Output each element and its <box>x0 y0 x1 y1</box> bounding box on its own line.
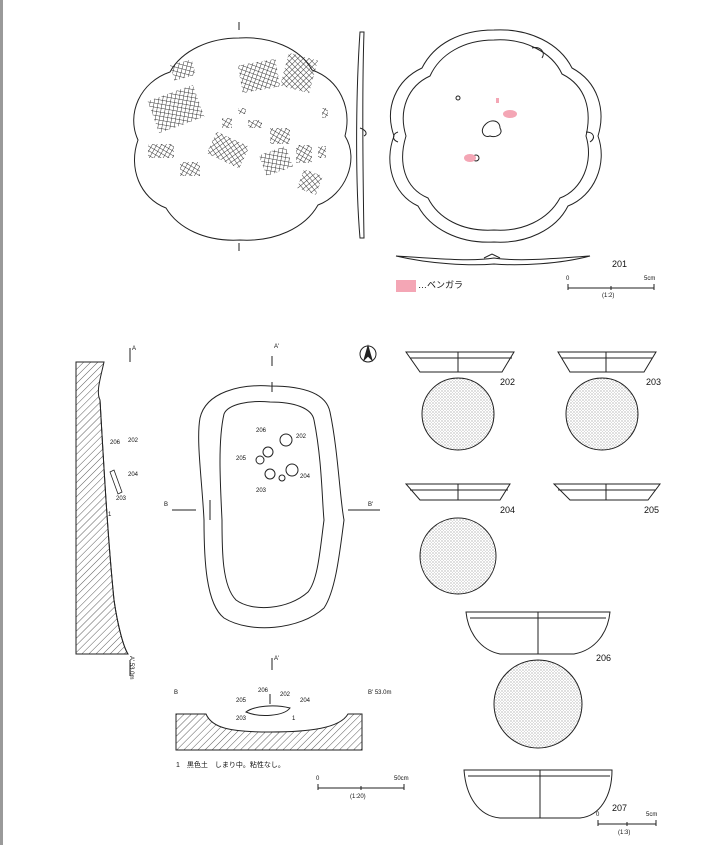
vessel-number-203: 203 <box>646 377 662 387</box>
scale-vessels-zero: 0 <box>596 812 600 818</box>
section-b-right: B' 53.0m <box>368 690 392 696</box>
section-a-layer: 1 <box>108 512 112 518</box>
mirror-bottom-profile <box>395 253 591 266</box>
plan-item-206: 206 <box>256 428 267 434</box>
section-a-item-203: 203 <box>116 496 127 502</box>
plan-item-204: 204 <box>300 474 311 480</box>
vessel-number-204: 204 <box>500 505 516 515</box>
north-arrow <box>359 344 377 363</box>
plan-a-label: A' <box>274 344 280 350</box>
plan-b-prime-label: B' <box>368 502 374 508</box>
mirror-profile <box>356 31 367 239</box>
section-b-layer: 1 <box>292 716 296 722</box>
vessel-204 <box>404 483 511 595</box>
mirror-front <box>133 22 352 251</box>
section-b-a-marker: A' <box>274 656 280 662</box>
pigment-marks <box>464 98 517 162</box>
section-item-203: 203 <box>236 716 247 722</box>
vessel-203 <box>557 351 657 451</box>
section-b-left: B <box>174 690 179 696</box>
mirror-back <box>389 29 602 243</box>
vessel-number-202: 202 <box>500 377 516 387</box>
pit-section <box>175 658 363 751</box>
plan-item-203: 203 <box>256 488 267 494</box>
layer-description: 1 黒色土 しまり中。粘性なし。 <box>176 762 285 769</box>
mirror-number: 201 <box>612 259 628 269</box>
pigment-legend-label: …ベンガラ <box>418 280 464 290</box>
scale-pit-ratio: (1:20) <box>350 794 366 800</box>
vessel-207 <box>463 769 613 819</box>
section-a <box>75 348 131 676</box>
section-item-206: 206 <box>258 688 269 694</box>
scale-mirror-max: 5cm <box>644 276 656 282</box>
scale-vessels-ratio: (1:3) <box>618 830 631 836</box>
section-item-204: 204 <box>300 698 311 704</box>
section-item-205: 205 <box>236 698 247 704</box>
scale-mirror-ratio: (1:2) <box>602 293 615 299</box>
section-a-item-204: 204 <box>128 472 139 478</box>
section-a-item-206: 206 <box>110 440 121 446</box>
vessel-number-206: 206 <box>596 653 612 663</box>
section-a-item-202: 202 <box>128 438 139 444</box>
vessel-206 <box>465 611 611 749</box>
section-item-202: 202 <box>280 692 291 698</box>
vessel-number-207: 207 <box>612 803 628 813</box>
scale-pit-max: 50cm <box>394 776 409 782</box>
scale-mirror-zero: 0 <box>566 276 570 282</box>
scale-vessels-max: 5cm <box>646 812 658 818</box>
vessel-number-205: 205 <box>644 505 660 515</box>
scale-bar-mirror <box>567 284 655 290</box>
page-edge <box>0 0 3 845</box>
scale-bar-pit <box>317 784 405 790</box>
plan-item-202: 202 <box>296 434 307 440</box>
pigment-legend-swatch <box>396 280 416 292</box>
scale-pit-zero: 0 <box>316 776 320 782</box>
scale-bar-vessels <box>597 820 657 826</box>
plan-b-label: B <box>164 502 169 508</box>
pit-plan <box>172 356 380 629</box>
plan-item-205: 205 <box>236 456 247 462</box>
section-a-top-label: A <box>132 346 137 352</box>
section-a-elevation: A' 53.0m <box>128 656 134 680</box>
vessel-202 <box>405 351 515 451</box>
vessel-205 <box>552 483 661 501</box>
